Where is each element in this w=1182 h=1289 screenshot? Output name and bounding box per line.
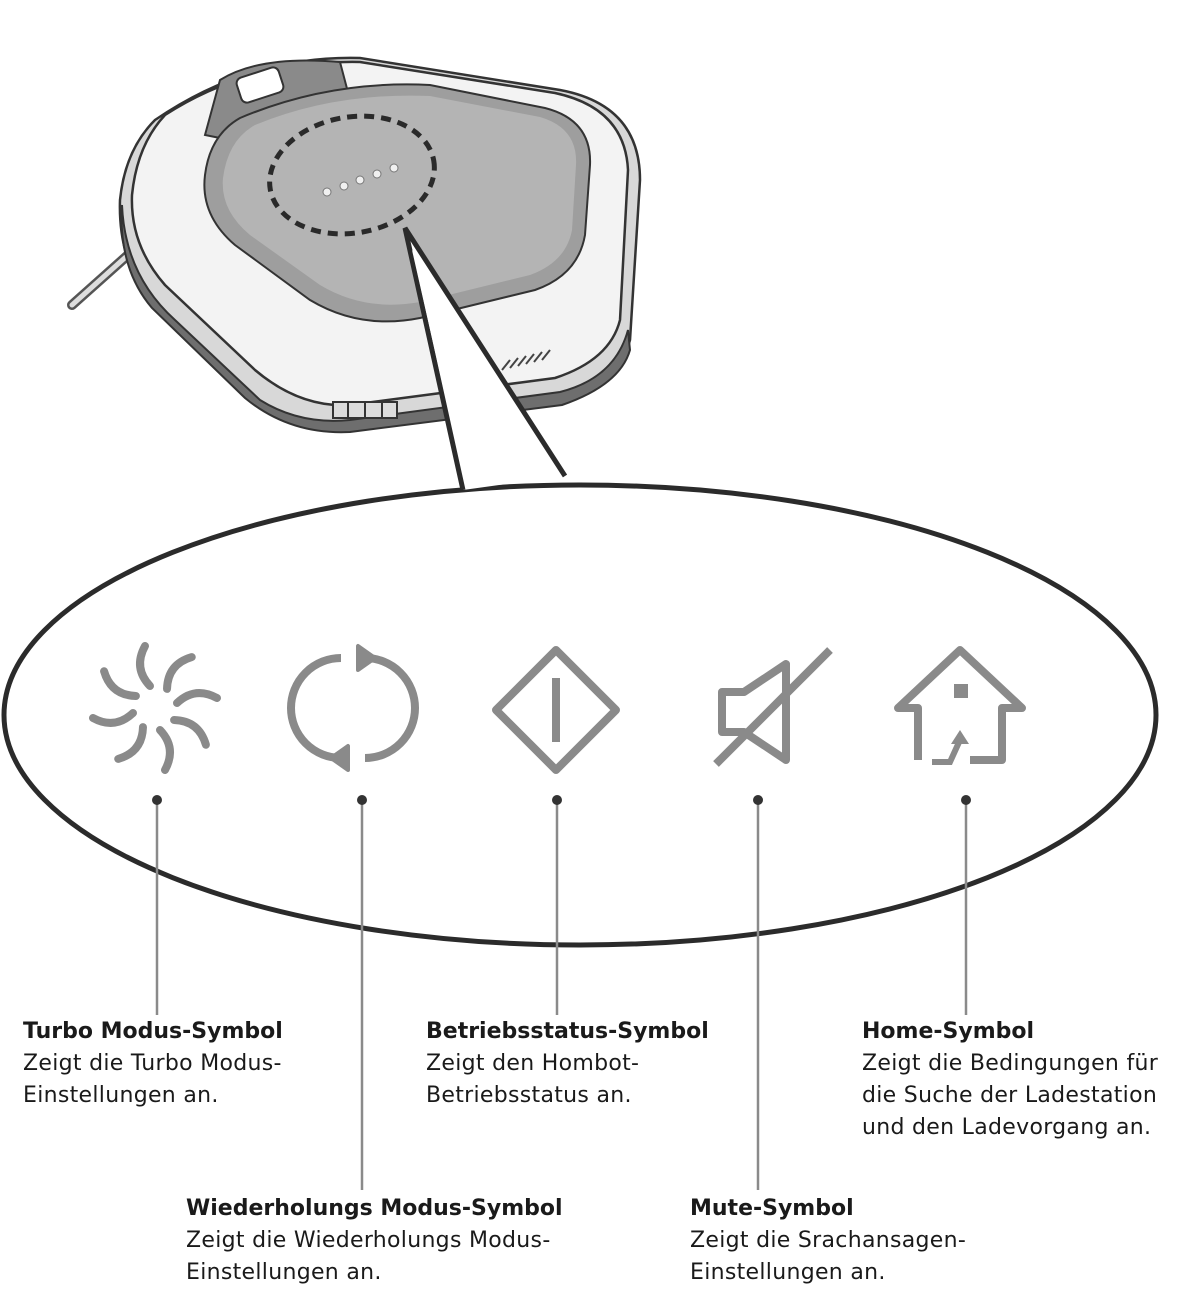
label-home-line-2: die Suche der Ladestation [862,1083,1158,1108]
label-mute: Mute-Symbol Zeigt die Srachansagen- Eins… [690,1193,966,1289]
robot-vacuum-illustration [67,56,642,434]
label-turbo-title: Turbo Modus-Symbol [23,1019,283,1044]
label-home-title: Home-Symbol [862,1019,1035,1044]
home-return-icon [894,646,1026,765]
label-mute-line-2: Einstellungen an. [690,1260,886,1285]
label-mute-line-1: Zeigt die Srachansagen- [690,1228,967,1253]
label-home: Home-Symbol Zeigt die Bedingungen für di… [862,1016,1158,1144]
label-status-line-2: Betriebsstatus an. [426,1083,632,1108]
label-repeat-title: Wiederholungs Modus-Symbol [186,1196,563,1221]
label-home-line-1: Zeigt die Bedingungen für [862,1051,1159,1076]
repeat-arrows-icon [287,644,419,772]
speaker-mute-icon [713,647,833,767]
label-mute-title: Mute-Symbol [690,1196,854,1221]
turbo-fan-icon [89,642,221,774]
label-status-title: Betriebsstatus-Symbol [426,1019,709,1044]
label-status-line-1: Zeigt den Hombot- [426,1051,640,1076]
leader-lines [152,795,971,1190]
label-turbo-line-1: Zeigt die Turbo Modus- [23,1051,282,1076]
label-status: Betriebsstatus-Symbol Zeigt den Hombot- … [426,1016,709,1112]
label-repeat-line-1: Zeigt die Wiederholungs Modus- [186,1228,551,1253]
callout-bubble [1,226,1159,948]
label-turbo: Turbo Modus-Symbol Zeigt die Turbo Modus… [23,1016,283,1112]
label-turbo-line-2: Einstellungen an. [23,1083,219,1108]
power-diamond-icon [492,646,620,774]
label-repeat-line-2: Einstellungen an. [186,1260,382,1285]
label-repeat: Wiederholungs Modus-Symbol Zeigt die Wie… [186,1193,563,1289]
label-home-line-3: und den Ladevorgang an. [862,1115,1152,1140]
